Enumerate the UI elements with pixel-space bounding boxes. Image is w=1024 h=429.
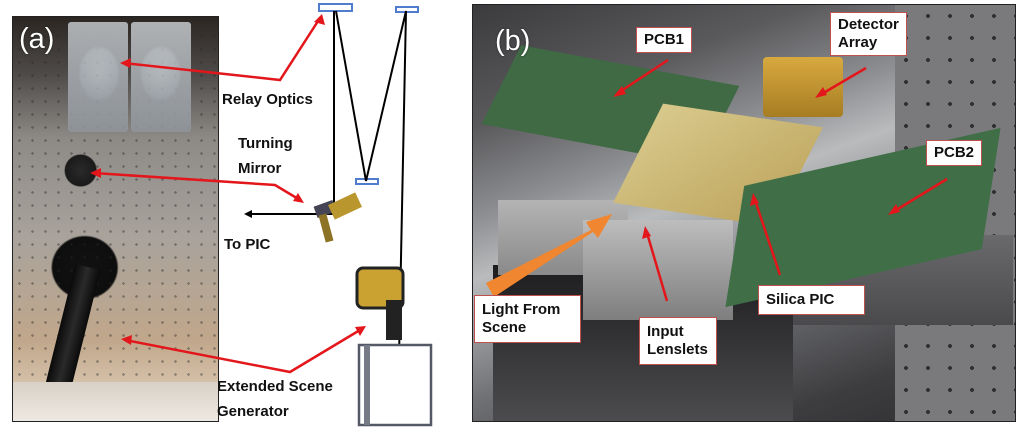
label-pcb1: PCB1 (636, 27, 693, 53)
relay-optics-mount-right (131, 22, 191, 132)
label-pcb2-text: PCB2 (934, 144, 975, 161)
beam-path-to-pic (248, 11, 335, 215)
label-detector-line2: Array (838, 34, 878, 51)
label-light-line1: Light From (482, 301, 561, 318)
label-silica-pic-text: Silica PIC (766, 291, 835, 308)
label-light-line2: Scene (482, 319, 527, 336)
beam-path-relay (335, 10, 407, 358)
label-turning-mirror-line1: Turning (238, 135, 293, 152)
label-extended-scene-line1: Extended Scene (217, 378, 333, 395)
scene-generator-base (13, 382, 218, 421)
label-detector-line1: Detector (838, 16, 899, 33)
panel-a-tag: (a) (19, 23, 55, 55)
label-pcb1-text: PCB1 (644, 31, 685, 48)
label-silica-pic: Silica PIC (758, 285, 866, 315)
label-lenslets-line2: Lenslets (647, 341, 708, 358)
label-lenslets-line1: Input (647, 323, 684, 340)
relay-mirror-1 (318, 3, 353, 12)
label-turning-mirror-line2: Mirror (238, 160, 282, 177)
relay-mirror-3 (355, 178, 379, 185)
turning-mirror-icon (313, 192, 362, 243)
label-to-pic: To PIC (224, 236, 271, 253)
lenslet-mount-block (583, 220, 733, 320)
label-relay-optics: Relay Optics (222, 91, 313, 108)
detector-array-mount (763, 57, 843, 117)
label-pcb2: PCB2 (926, 140, 983, 166)
scene-generator-schematic-icon (355, 266, 433, 427)
relay-optics-mount-left (68, 22, 128, 132)
panel-b-tag: (b) (495, 25, 531, 57)
label-detector-array: Detector Array (830, 12, 907, 56)
relay-mirror-2 (395, 6, 419, 13)
photo-panel-a: (a) (12, 16, 219, 422)
label-input-lenslets: Input Lenslets (639, 317, 717, 365)
label-extended-scene-line2: Generator (217, 403, 289, 420)
beam-arrowhead-icon (244, 210, 252, 218)
photo-panel-b: (b) (472, 4, 1016, 422)
label-light-from-scene: Light From Scene (474, 295, 582, 343)
